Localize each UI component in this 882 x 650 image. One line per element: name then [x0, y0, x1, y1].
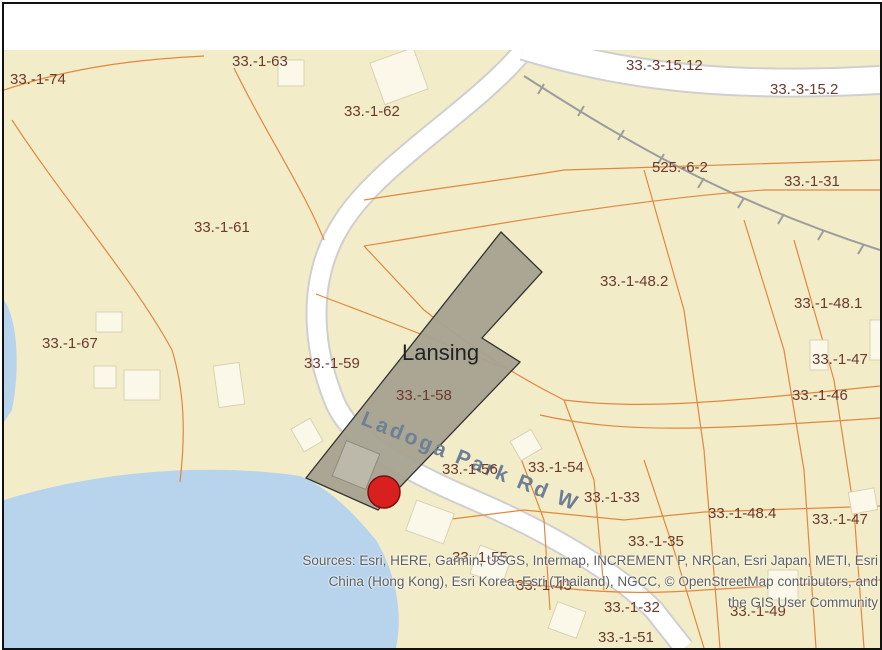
parcel-label: 33.-1-35: [628, 533, 684, 550]
selected-parcel[interactable]: [304, 231, 543, 511]
parcel-label: 525.-6-2: [652, 159, 708, 176]
parcel-label: 33.-1-58: [396, 387, 452, 404]
road-top-right-fill: [520, 50, 880, 96]
parcel-label: 33.-1-43: [516, 577, 572, 594]
parcel-label: 33.-1-74: [10, 71, 66, 88]
town-label: Lansing: [402, 340, 479, 365]
map-view[interactable]: Ladoga Park Rd W Lansing 33.-1-74 33.-1-…: [4, 50, 880, 648]
location-dot-icon[interactable]: [367, 475, 401, 509]
attribution-line: China (Hong Kong), Esri Korea, Esri (Tha…: [328, 574, 878, 589]
parcel-label: 33.-1-46: [792, 387, 848, 404]
parcel-label: 33.-1-31: [784, 173, 840, 190]
parcel-label: 33.-3-15.12: [626, 57, 703, 74]
railway-line: [523, 75, 880, 251]
parcel-label: 33.-1-51: [598, 629, 654, 646]
parcel-label: 33.-1-61: [194, 219, 250, 236]
parcel-label: 33.-1-49: [730, 603, 786, 620]
railway-ties: [537, 83, 865, 255]
parcel-label: 33.-1-48.1: [794, 295, 862, 312]
building-footprints: [93, 50, 880, 639]
parcel-label: 33.-1-54: [528, 459, 584, 476]
parcel-label: 33.-1-32: [604, 599, 660, 616]
parcel-label: 33.-1-48.2: [600, 273, 668, 290]
water-area-lake: [4, 469, 399, 648]
water-area-left: [4, 300, 17, 422]
parcel-label: 33.-1-63: [232, 53, 288, 70]
parcel-label: 33.-1-59: [304, 355, 360, 372]
parcel-label: 33.-1-33: [584, 489, 640, 506]
parcel-label: 33.-3-15.2: [770, 81, 838, 98]
road-main-fill: [307, 50, 692, 648]
parcel-label: 33.-1-55: [452, 549, 508, 566]
parcel-label: 33.-1-67: [42, 335, 98, 352]
parcel-label: 33.-1-48.4: [708, 505, 776, 522]
parcel-label: 33.-1-62: [344, 103, 400, 120]
attribution-line: Sources: Esri, HERE, Garmin, USGS, Inter…: [302, 553, 878, 568]
attribution-line: the GIS User Community: [727, 595, 878, 610]
parcel-labels: 33.-1-74 33.-1-63 33.-3-15.12 33.-3-15.2…: [10, 53, 868, 646]
map-attribution: Sources: Esri, HERE, Garmin, USGS, Inter…: [4, 550, 880, 613]
parcel-label: 33.-1-47: [812, 351, 868, 368]
parcel-label: 33.-1-47: [812, 511, 868, 528]
building-in-parcel: [331, 439, 381, 491]
parcel-boundaries: [4, 55, 880, 648]
parcel-label: 33.-1-56: [442, 461, 498, 478]
map-canvas[interactable]: Ladoga Park Rd W Lansing 33.-1-74 33.-1-…: [4, 50, 880, 648]
